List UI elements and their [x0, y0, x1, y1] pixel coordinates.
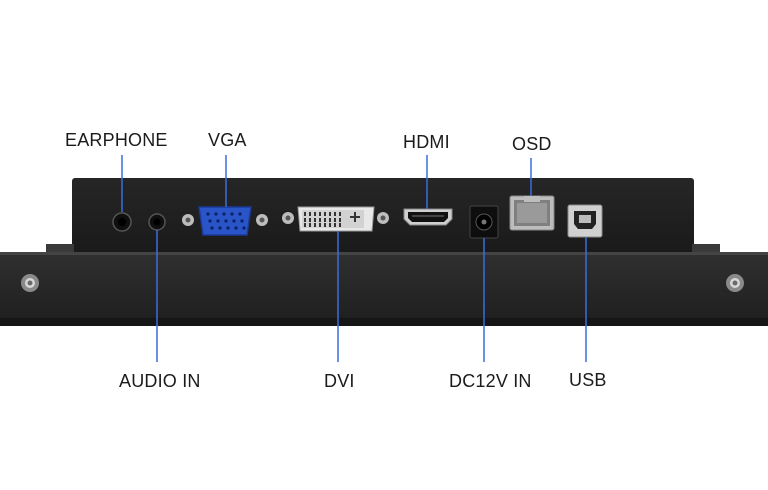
dc12v-in-label: DC12V IN: [449, 371, 532, 391]
audio-jack-icon: [112, 212, 132, 232]
hdmi-port-icon: [403, 208, 453, 226]
dvi-label: DVI: [324, 371, 355, 391]
hdmi-label: HDMI: [403, 132, 450, 152]
screw-icon: [726, 274, 744, 292]
osd-label: OSD: [512, 134, 552, 154]
usb-b-port-icon: [567, 204, 603, 238]
vga-label: VGA: [208, 130, 247, 150]
dc-jack-icon: [469, 205, 499, 239]
usb-label: USB: [569, 370, 607, 390]
dvi-port-icon: [282, 206, 389, 232]
osd-port-icon: [509, 195, 555, 231]
leader-lines: [121, 155, 587, 362]
audio-jack-icon: [148, 213, 166, 231]
earphone-label: EARPHONE: [65, 130, 168, 150]
screw-icon: [21, 274, 39, 292]
vga-port-icon: [182, 206, 268, 236]
audio-in-label: AUDIO IN: [119, 371, 201, 391]
bezel-bar: [0, 252, 768, 326]
